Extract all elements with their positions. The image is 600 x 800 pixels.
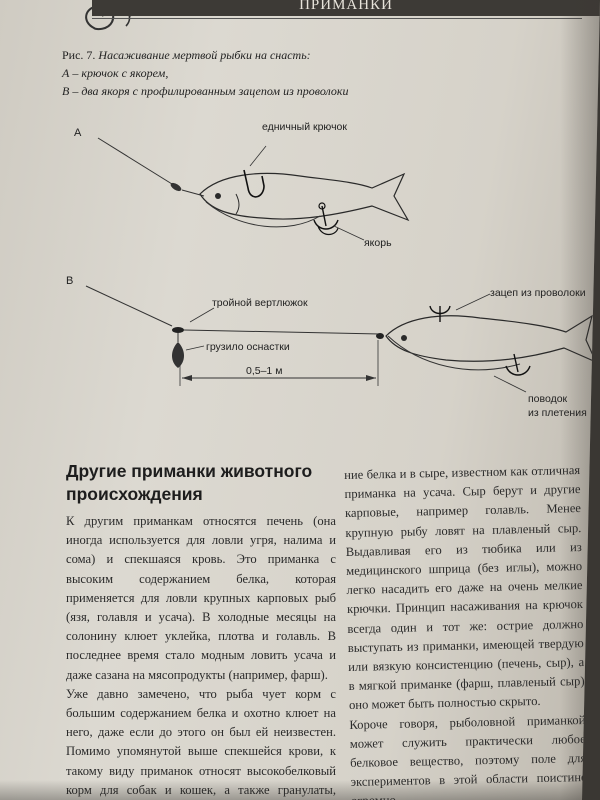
caption-fig-label: Рис. 7. [62, 48, 96, 62]
section-heading: Другие приманки животного происхождения [66, 460, 336, 506]
section-heading-line-2: происхождения [66, 484, 203, 504]
diagram-b-line [85, 285, 173, 327]
triple-swivel-icon [172, 327, 184, 333]
left-paragraph-2: Уже давно замечено, что рыба чует корм с… [66, 686, 336, 797]
fish-a-icon [199, 172, 410, 222]
header-rule [92, 18, 582, 19]
page-bottom-shadow [0, 780, 600, 800]
left-paragraph-1: К другим приманкам относятся печень (она… [66, 514, 336, 682]
fish-b-icon [385, 314, 598, 364]
anchor-b-icon [505, 353, 531, 376]
caption-line-b: В – два якоря с профилированным зацепом … [62, 84, 349, 98]
caption-fig-title: Насаживание мертвой рыбки на снасть: [98, 48, 311, 62]
label-distance: 0,5–1 м [246, 365, 282, 377]
diagram-a-letter: А [74, 127, 82, 139]
label-leader-2: из плетения [528, 407, 587, 419]
wire-anchor-icon [429, 305, 451, 322]
label-single-hook: едничный крючок [262, 121, 347, 133]
figure-caption: Рис. 7. Насаживание мертвой рыбки на сна… [62, 46, 462, 100]
right-column: ние белка и в сыре, известном как отличн… [344, 461, 587, 800]
running-header-title: ПРИМАНКИ [299, 0, 393, 13]
single-hook-icon [243, 169, 265, 198]
caption-title-line: Рис. 7. Насаживание мертвой рыбки на сна… [62, 46, 462, 64]
label-triple-swivel: тройной вертлюжок [212, 297, 308, 309]
diagram-a-line [97, 137, 173, 185]
diagram-a-swivel-icon [170, 182, 182, 192]
diagram-b-letter: В [66, 275, 73, 287]
rig-diagram: А едничный крючок якорь В тройной вертлю… [66, 121, 598, 419]
sinker-icon [172, 342, 184, 368]
running-header: ПРИМАНКИ [92, 0, 600, 16]
label-anchor: якорь [364, 237, 392, 249]
left-column: К другим приманкам относятся печень (она… [66, 512, 336, 800]
right-paragraph-1: ние белка и в сыре, известном как отличн… [344, 463, 585, 713]
label-sinker: грузило оснастки [206, 341, 290, 353]
caption-line-a: А – крючок с якорем, [62, 66, 169, 80]
section-heading-line-1: Другие приманки животного [66, 461, 313, 481]
label-wire-hook: зацеп из проволоки [490, 287, 586, 299]
anchor-hook-icon [313, 202, 339, 236]
label-leader-1: поводок [528, 393, 568, 405]
